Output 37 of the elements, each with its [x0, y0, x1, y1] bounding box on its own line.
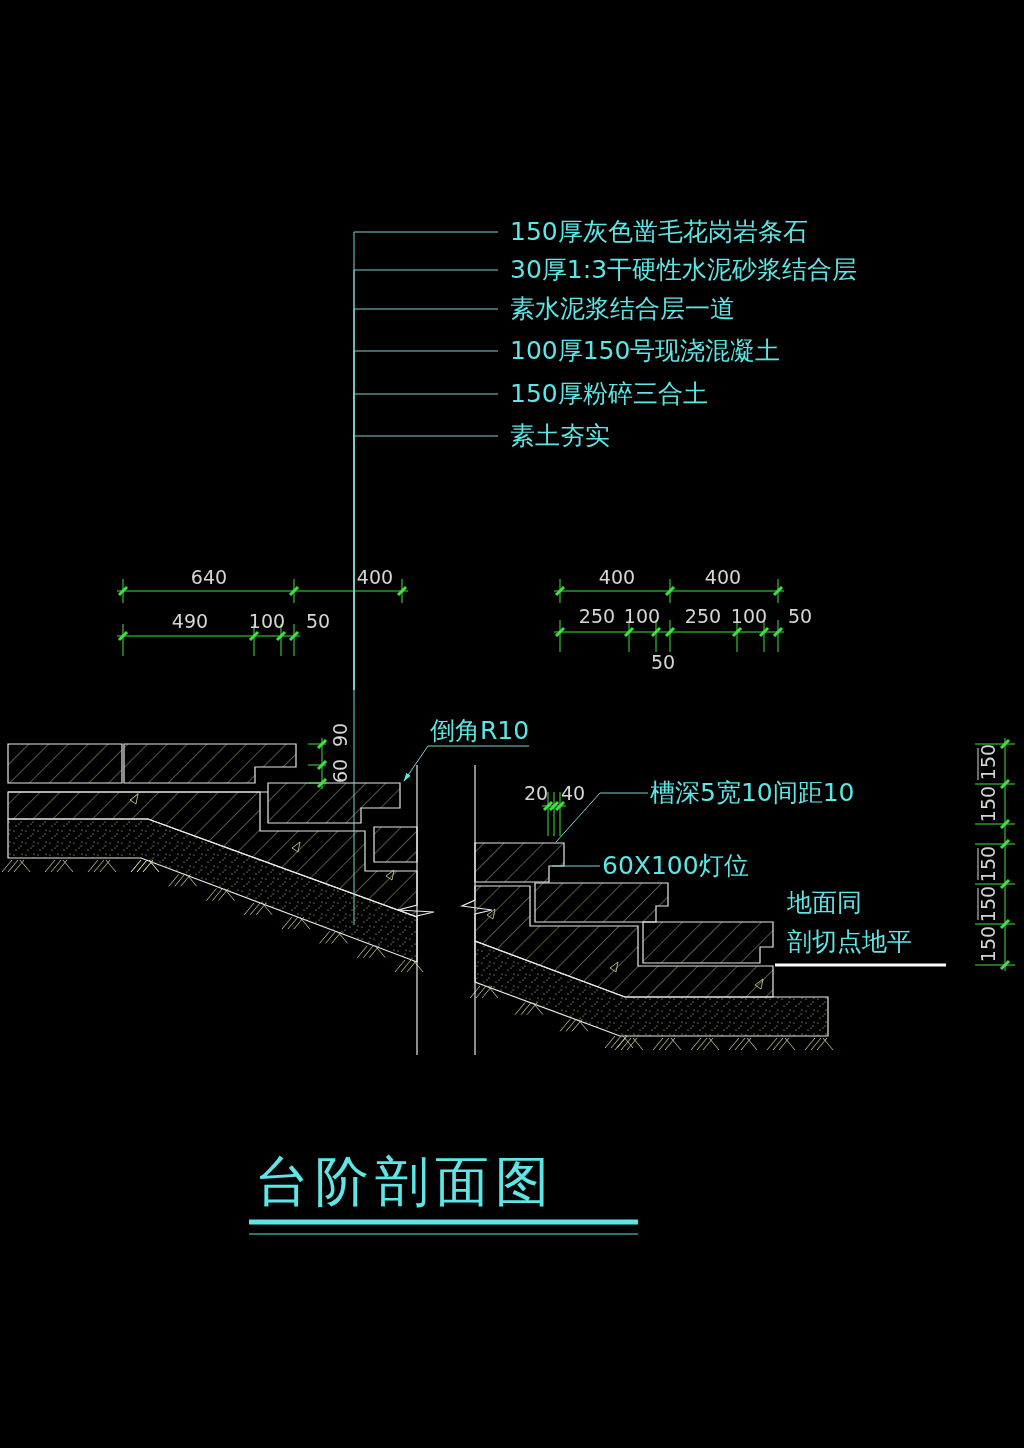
drawing-title: 台阶剖面图 [255, 1150, 555, 1214]
dimension-value: 150 [978, 743, 998, 781]
dimension-value: 150 [978, 785, 998, 823]
dimension-value: 400 [598, 567, 636, 587]
dimension-value: 50 [305, 611, 331, 631]
layer-label: 100厚150号现浇混凝土 [498, 336, 781, 366]
dimension-value: 20 [523, 783, 549, 803]
dimension-value: 60 [330, 758, 350, 784]
note-text: 地面同 [787, 888, 862, 918]
dimension-value: 150 [978, 925, 998, 963]
dimension-value: 400 [356, 567, 394, 587]
leader-line [555, 792, 649, 843]
dimension-value: 100 [730, 606, 768, 626]
dimension-value: 100 [623, 606, 661, 626]
leader-line [551, 865, 601, 867]
dimension-value: 100 [248, 611, 286, 631]
layer-label: 30厚1:3干硬性水泥砂浆结合层 [498, 255, 858, 285]
callout-label: 槽深5宽10间距10 [648, 778, 855, 808]
dimension-value: 90 [330, 722, 350, 748]
dimension-value: 150 [978, 845, 998, 883]
dimension-value: 150 [978, 885, 998, 923]
dimension-value: 50 [650, 652, 676, 672]
layer-label: 150厚灰色凿毛花岗岩条石 [498, 217, 808, 247]
dimension-value: 250 [578, 606, 616, 626]
dimension-value: 640 [190, 567, 228, 587]
leader-line [403, 745, 530, 782]
dimension-value: 250 [684, 606, 722, 626]
dimension-value: 400 [704, 567, 742, 587]
note-text: 剖切点地平 [787, 927, 912, 957]
layer-label: 150厚粉碎三合土 [498, 379, 708, 409]
layer-label: 素水泥浆结合层一道 [498, 294, 735, 324]
callout-label: 60X100灯位 [600, 851, 749, 881]
layer-label: 素土夯实 [498, 421, 610, 451]
callout-label: 倒角R10 [428, 716, 530, 746]
dimension-value: 50 [787, 606, 813, 626]
dimension-value: 490 [171, 611, 209, 631]
dimension-value: 40 [560, 783, 586, 803]
